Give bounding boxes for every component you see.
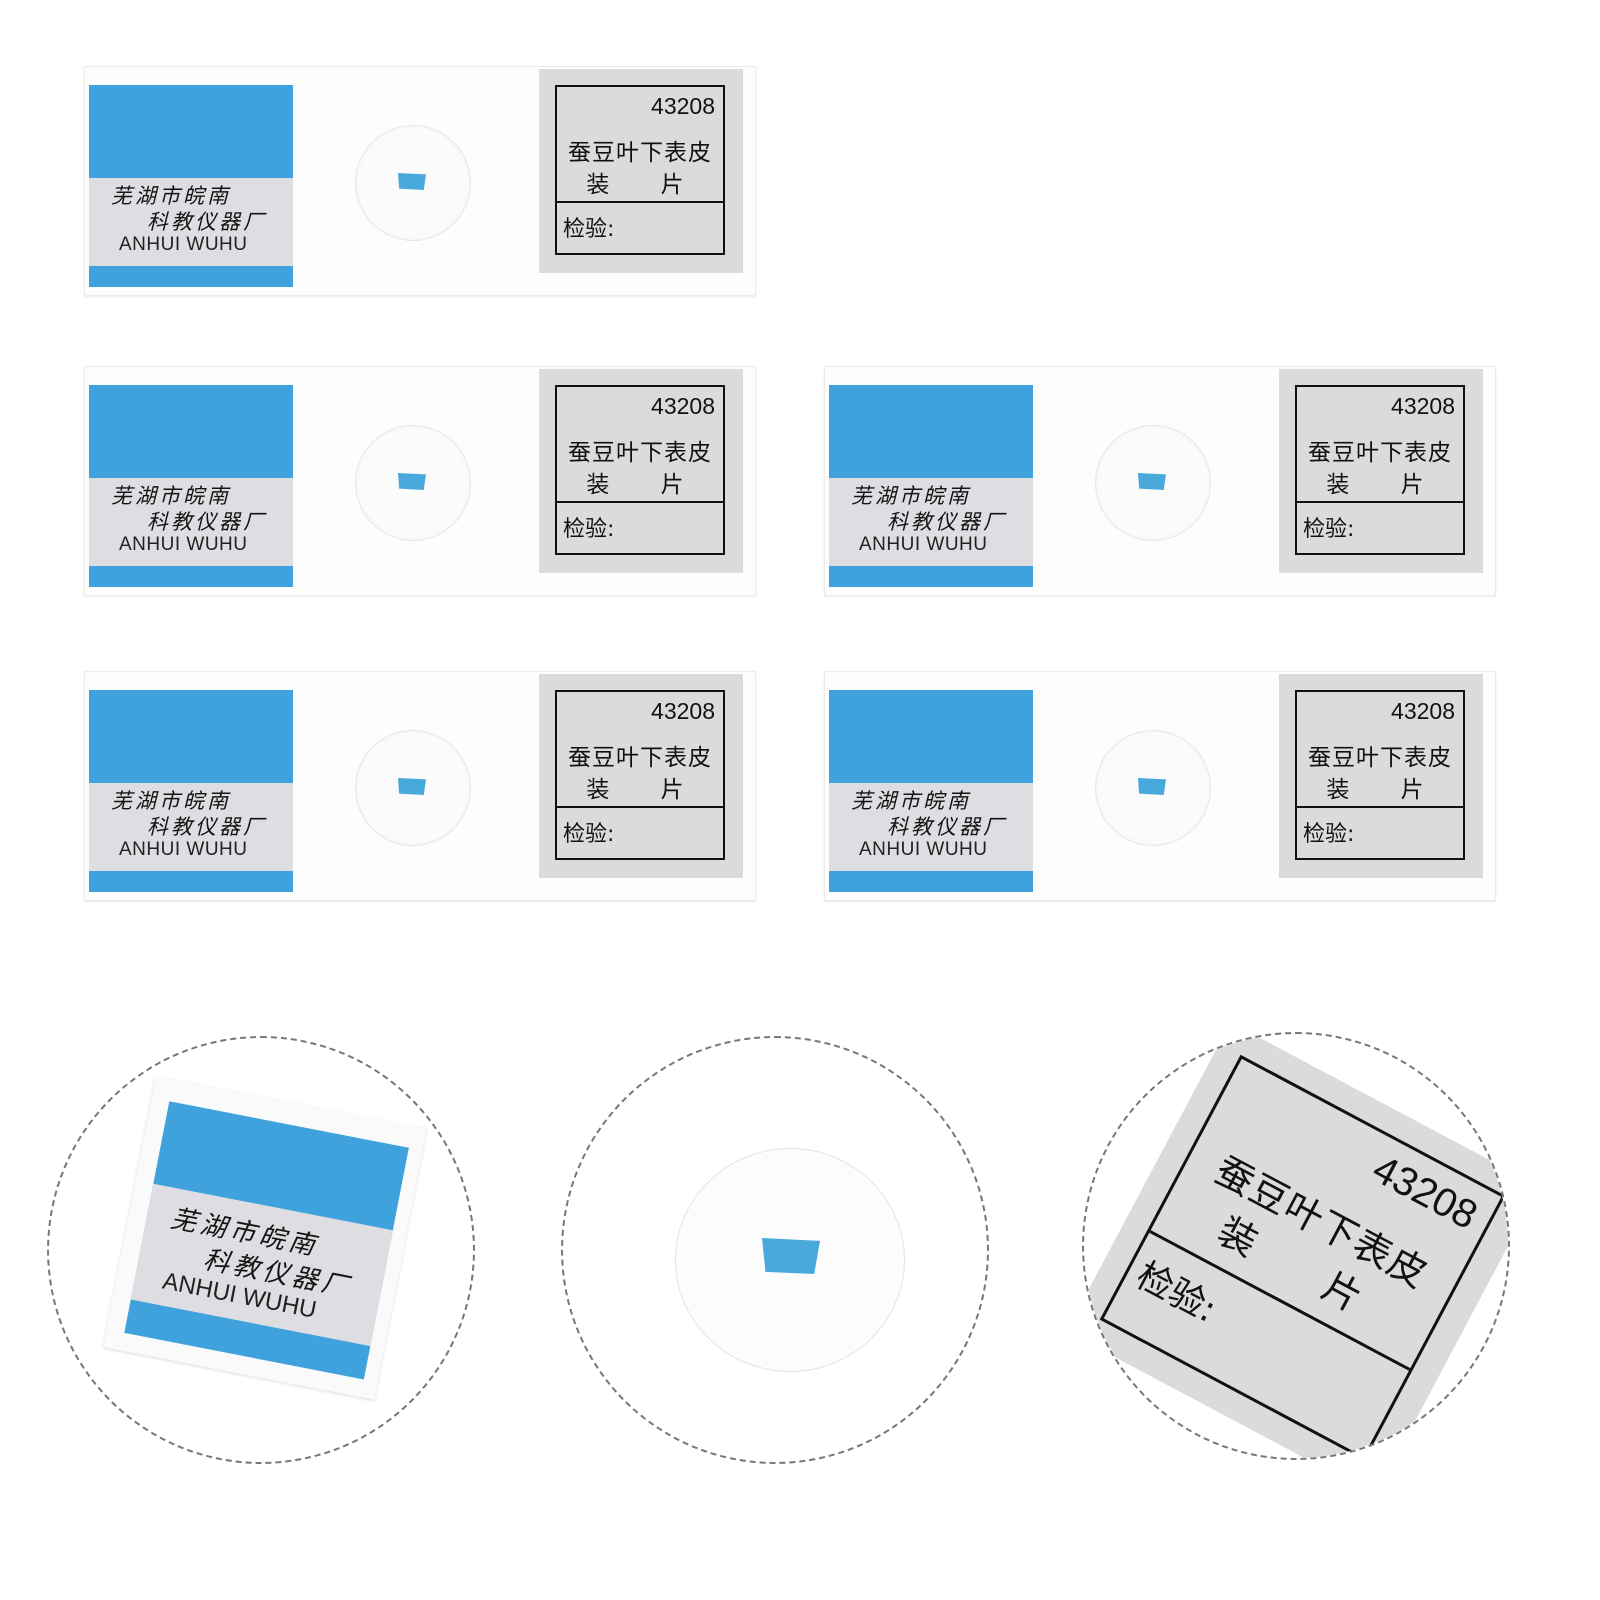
specimen-subtitle: 装 片: [1326, 777, 1446, 803]
coverslip: [355, 730, 471, 846]
specimen-title: 蚕豆叶下表皮: [1308, 440, 1452, 466]
specimen-code: 43208: [1391, 393, 1455, 419]
specimen-sample: [398, 473, 426, 490]
info-divider: [557, 501, 723, 503]
maker-name-line1: 芜湖市皖南: [111, 789, 231, 813]
maker-name-line1: 芜湖市皖南: [111, 484, 231, 508]
detail-zoom-maker-label: 芜湖市皖南 科教仪器厂 ANHUI WUHU: [47, 1036, 475, 1464]
specimen-title: 蚕豆叶下表皮: [568, 440, 712, 466]
specimen-title: 蚕豆叶下表皮: [1308, 745, 1452, 771]
inspection-field: 检验:: [563, 822, 615, 847]
specimen-code: 43208: [1391, 698, 1455, 724]
maker-label-strip: 芜湖市皖南 科教仪器厂 ANHUI WUHU: [829, 783, 1033, 871]
maker-name-line2: 科教仪器厂: [147, 510, 267, 534]
inspection-field: 检验:: [1303, 517, 1355, 542]
microscope-slide: 芜湖市皖南 科教仪器厂 ANHUI WUHU 43208 蚕豆叶下表皮 装 片 …: [824, 671, 1496, 901]
info-label: 43208 蚕豆叶下表皮 装 片 检验:: [539, 369, 743, 573]
maker-name-line2: 科教仪器厂: [887, 815, 1007, 839]
maker-label: 芜湖市皖南 科教仪器厂 ANHUI WUHU: [89, 385, 293, 587]
specimen-subtitle: 装 片: [586, 777, 706, 803]
info-box: 43208 蚕豆叶下表皮 装 片 检验:: [555, 385, 725, 555]
maker-label: 芜湖市皖南 科教仪器厂 ANHUI WUHU: [829, 690, 1033, 892]
coverslip: [355, 425, 471, 541]
maker-name-line1: 芜湖市皖南: [851, 484, 971, 508]
specimen-subtitle: 装 片: [586, 172, 706, 198]
specimen-sample: [398, 778, 426, 795]
specimen-title: 蚕豆叶下表皮: [568, 140, 712, 166]
info-divider: [557, 201, 723, 203]
specimen-sample: [1138, 473, 1166, 490]
info-label: 43208 蚕豆叶下表皮 装 片 检验:: [1279, 674, 1483, 878]
info-divider: [1297, 806, 1463, 808]
maker-name-line2: 科教仪器厂: [147, 210, 267, 234]
maker-name-english: ANHUI WUHU: [119, 534, 248, 555]
maker-name-english: ANHUI WUHU: [119, 234, 248, 255]
zoomed-info-box: 43208 蚕豆叶下表皮 装 片 检验:: [1099, 1054, 1506, 1458]
specimen-code: 43208: [651, 698, 715, 724]
microscope-slide: 芜湖市皖南 科教仪器厂 ANHUI WUHU 43208 蚕豆叶下表皮 装 片 …: [84, 66, 756, 296]
microscope-slide: 芜湖市皖南 科教仪器厂 ANHUI WUHU 43208 蚕豆叶下表皮 装 片 …: [824, 366, 1496, 596]
zoomed-specimen-sample: [762, 1238, 820, 1274]
info-box: 43208 蚕豆叶下表皮 装 片 检验:: [1295, 690, 1465, 860]
maker-label: 芜湖市皖南 科教仪器厂 ANHUI WUHU: [89, 690, 293, 892]
zoomed-coverslip: [675, 1148, 905, 1372]
coverslip: [355, 125, 471, 241]
maker-name-line2: 科教仪器厂: [887, 510, 1007, 534]
inspection-field: 检验:: [1303, 822, 1355, 847]
maker-label-strip: 芜湖市皖南 科教仪器厂 ANHUI WUHU: [829, 478, 1033, 566]
maker-label: 芜湖市皖南 科教仪器厂 ANHUI WUHU: [829, 385, 1033, 587]
zoomed-label-blue: 芜湖市皖南 科教仪器厂 ANHUI WUHU: [124, 1101, 409, 1380]
info-label: 43208 蚕豆叶下表皮 装 片 检验:: [539, 69, 743, 273]
detail-zoom-info-label: 43208 蚕豆叶下表皮 装 片 检验:: [1082, 1032, 1510, 1460]
maker-label: 芜湖市皖南 科教仪器厂 ANHUI WUHU: [89, 85, 293, 287]
zoomed-label-strip: 芜湖市皖南 科教仪器厂 ANHUI WUHU: [130, 1183, 393, 1347]
specimen-code: 43208: [651, 93, 715, 119]
info-label: 43208 蚕豆叶下表皮 装 片 检验:: [539, 674, 743, 878]
microscope-slide: 芜湖市皖南 科教仪器厂 ANHUI WUHU 43208 蚕豆叶下表皮 装 片 …: [84, 366, 756, 596]
maker-label-strip: 芜湖市皖南 科教仪器厂 ANHUI WUHU: [89, 178, 293, 266]
info-box: 43208 蚕豆叶下表皮 装 片 检验:: [1295, 385, 1465, 555]
maker-label-strip: 芜湖市皖南 科教仪器厂 ANHUI WUHU: [89, 783, 293, 871]
maker-label-strip: 芜湖市皖南 科教仪器厂 ANHUI WUHU: [89, 478, 293, 566]
inspection-field: 检验:: [563, 517, 615, 542]
info-divider: [1297, 501, 1463, 503]
zoomed-info-label: 43208 蚕豆叶下表皮 装 片 检验:: [1084, 1034, 1508, 1458]
specimen-code: 43208: [651, 393, 715, 419]
info-box: 43208 蚕豆叶下表皮 装 片 检验:: [555, 85, 725, 255]
maker-name-english: ANHUI WUHU: [859, 839, 988, 860]
maker-name-english: ANHUI WUHU: [119, 839, 248, 860]
maker-name-line1: 芜湖市皖南: [851, 789, 971, 813]
microscope-slide: 芜湖市皖南 科教仪器厂 ANHUI WUHU 43208 蚕豆叶下表皮 装 片 …: [84, 671, 756, 901]
coverslip: [1095, 425, 1211, 541]
inspection-field: 检验:: [563, 217, 615, 242]
zoom-inspection-field: 检验:: [1129, 1255, 1224, 1331]
specimen-sample: [1138, 778, 1166, 795]
specimen-title: 蚕豆叶下表皮: [568, 745, 712, 771]
specimen-subtitle: 装 片: [1326, 472, 1446, 498]
maker-name-line1: 芜湖市皖南: [111, 184, 231, 208]
maker-name-line2: 科教仪器厂: [147, 815, 267, 839]
detail-zoom-coverslip: [561, 1036, 989, 1464]
coverslip: [1095, 730, 1211, 846]
zoomed-maker-label: 芜湖市皖南 科教仪器厂 ANHUI WUHU: [103, 1076, 427, 1400]
info-divider: [557, 806, 723, 808]
maker-name-english: ANHUI WUHU: [859, 534, 988, 555]
info-label: 43208 蚕豆叶下表皮 装 片 检验:: [1279, 369, 1483, 573]
specimen-subtitle: 装 片: [586, 472, 706, 498]
specimen-sample: [398, 173, 426, 190]
info-box: 43208 蚕豆叶下表皮 装 片 检验:: [555, 690, 725, 860]
